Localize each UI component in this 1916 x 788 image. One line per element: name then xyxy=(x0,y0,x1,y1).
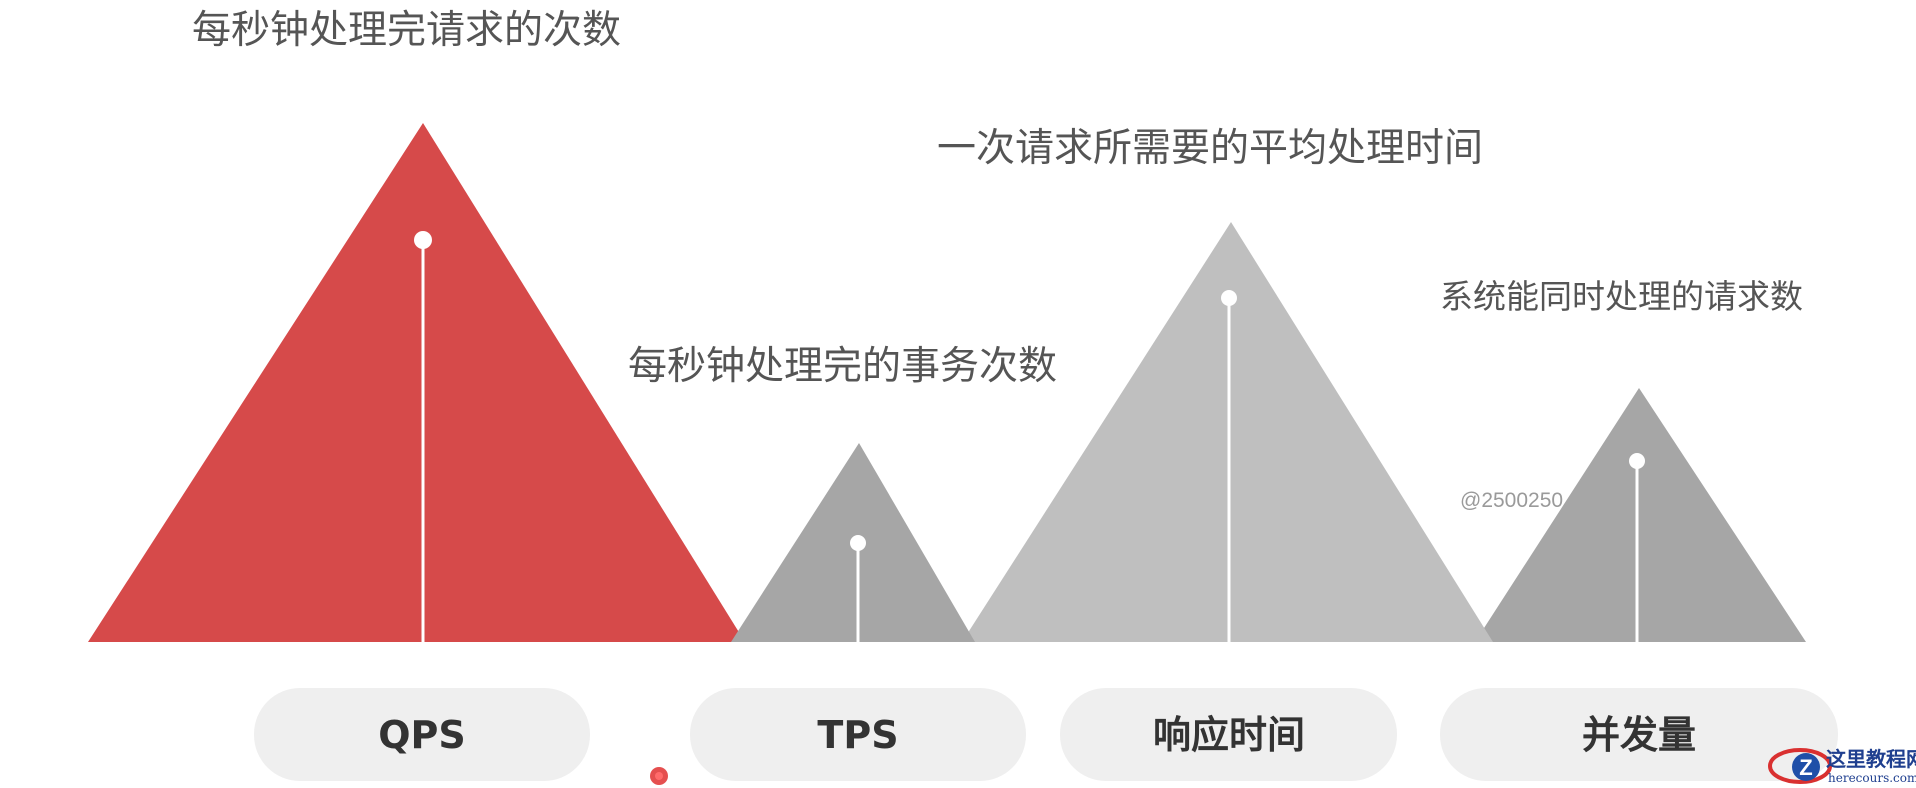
pill-concurrency xyxy=(1440,688,1838,781)
pill-label-concurrency: 并发量 xyxy=(1582,713,1696,757)
pill-tps xyxy=(690,688,1026,781)
pill-label-response-time: 响应时间 xyxy=(1153,713,1305,757)
site-logo: Z 这里教程网 herecours.com xyxy=(1768,747,1916,785)
logo-badge-icon xyxy=(1792,753,1820,781)
description-tps: 每秒钟处理完的事务次数 xyxy=(628,344,1057,389)
description-response-time: 一次请求所需要的平均处理时间 xyxy=(937,126,1483,171)
pill-label-tps: TPS xyxy=(817,713,898,757)
connector-dot-tps xyxy=(850,535,866,551)
logo-swoosh-icon xyxy=(1768,748,1832,784)
cursor-dot-center xyxy=(655,772,663,780)
site-name: 这里教程网 xyxy=(1826,747,1916,771)
triangle-qps xyxy=(88,123,745,642)
pill-label-qps: QPS xyxy=(378,713,466,757)
watermark-handle: @2500250 xyxy=(1460,489,1563,512)
connector-dot-qps xyxy=(414,231,432,249)
logo-z-glyph: Z xyxy=(1799,755,1812,780)
connector-dot-concurrency xyxy=(1629,453,1645,469)
connector-dot-response-time xyxy=(1221,290,1237,306)
description-concurrency: 系统能同时处理的请求数 xyxy=(1440,277,1803,316)
pill-qps xyxy=(254,688,590,781)
description-qps: 每秒钟处理完请求的次数 xyxy=(192,8,621,53)
pill-response-time xyxy=(1060,688,1397,781)
site-url: herecours.com xyxy=(1828,771,1916,785)
triangle-concurrency xyxy=(1475,388,1806,642)
